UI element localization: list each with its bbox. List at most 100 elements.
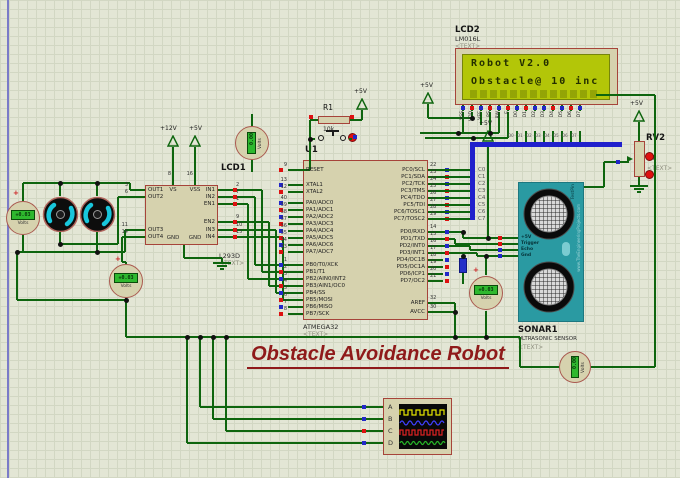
- wire: [485, 311, 487, 337]
- wire: [443, 231, 463, 233]
- wire: [268, 222, 270, 286]
- mcu-u1-body[interactable]: [303, 160, 428, 320]
- pin-name: EN2: [203, 219, 215, 225]
- pin-number: 26: [430, 190, 437, 196]
- pin-number: 39: [280, 202, 287, 208]
- ground-icon: [630, 185, 648, 186]
- pin-name: OUT3: [148, 227, 164, 233]
- dc-motor-left[interactable]: [42, 196, 79, 233]
- wire: [288, 230, 303, 232]
- wire: [288, 223, 303, 225]
- junction-dot: [184, 334, 190, 340]
- scope-channel-label: D: [388, 439, 394, 447]
- logic-state-indicator: [279, 168, 283, 172]
- pin-name: PB7/SCK: [306, 311, 330, 317]
- pin-name: Gnd: [521, 253, 532, 258]
- pin-number: 19: [430, 259, 437, 265]
- wire: [476, 253, 478, 256]
- wire: [309, 120, 311, 170]
- pin-name: AVCC: [410, 309, 425, 315]
- pin-number: 13: [280, 177, 287, 183]
- logic-state-indicator: [551, 106, 555, 110]
- wire: [288, 237, 303, 239]
- voltmeter-4-value: +0.03: [478, 287, 494, 293]
- capacitor[interactable]: [459, 258, 467, 273]
- wire: [596, 94, 655, 96]
- power-label-p5: +5V: [420, 82, 433, 89]
- pin-number: 34: [280, 237, 287, 243]
- wire: [282, 237, 284, 300]
- wire: [118, 196, 130, 198]
- logic-state-indicator: [233, 202, 237, 206]
- wire: [368, 418, 383, 420]
- logic-state-indicator: [569, 106, 573, 110]
- logic-state-indicator: [279, 201, 283, 205]
- pin-number: 32: [430, 295, 437, 301]
- pin-name: PA0/ADC0: [306, 200, 334, 206]
- r1-body[interactable]: [318, 116, 350, 124]
- bus-wire-label: D5: [553, 133, 559, 138]
- voltmeter-5-value: 0.00: [572, 357, 578, 370]
- pin-number: 20: [430, 266, 437, 272]
- pin-number: 2: [283, 264, 287, 270]
- wire: [200, 406, 368, 408]
- rv2-wiper-arrow-icon: [627, 156, 633, 162]
- ground-icon: [213, 262, 231, 263]
- pin-number: 9: [283, 162, 287, 168]
- voltmeter-1-unit: Volts: [17, 221, 29, 226]
- wire: [462, 273, 464, 284]
- wire: [637, 191, 641, 193]
- junction-dot: [483, 334, 489, 340]
- logic-state-indicator: [279, 263, 283, 267]
- wire: [288, 278, 303, 280]
- reset-button[interactable]: [314, 127, 350, 144]
- lcd2-ghost-row: [470, 90, 598, 98]
- logic-state-indicator: [498, 254, 502, 258]
- pin-number: 5: [283, 285, 287, 291]
- voltmeter-2-plus-mark: +: [115, 255, 121, 263]
- dc-motor-right[interactable]: [79, 196, 116, 233]
- sonar-transducer-bottom: [523, 261, 575, 313]
- junction-dot: [485, 235, 491, 241]
- wire: [463, 237, 505, 239]
- wire: [654, 95, 656, 367]
- pin-number: 24: [430, 176, 437, 182]
- wire: [247, 204, 249, 279]
- wire: [428, 311, 443, 313]
- junction-dot: [57, 180, 63, 186]
- wire: [288, 191, 303, 193]
- wire: [428, 183, 443, 185]
- pin-number: 6: [283, 292, 287, 298]
- voltmeter-1-plus-mark: +: [13, 189, 19, 197]
- wire: [428, 280, 443, 282]
- rv2-body[interactable]: [634, 141, 645, 177]
- bus-wire-label: C2: [478, 181, 486, 187]
- logic-state-indicator: [498, 236, 502, 240]
- junction-dot: [470, 135, 476, 141]
- wire: [505, 237, 518, 239]
- wire: [218, 196, 233, 198]
- pin-number: 15: [430, 231, 437, 237]
- driver-vss-label: VSS: [189, 187, 201, 193]
- pin-name: PC6/TOSC1: [393, 209, 425, 215]
- bus-wire-label: D3: [535, 133, 541, 138]
- pin-name: PA4/ADC4: [306, 228, 334, 234]
- logic-state-indicator: [279, 284, 283, 288]
- wire: [428, 252, 443, 254]
- wire: [218, 203, 233, 205]
- pin-name: XTAL1: [306, 182, 323, 188]
- pin-name: VSS: [460, 111, 465, 120]
- logic-state-indicator: [362, 417, 366, 421]
- wire: [233, 189, 262, 191]
- wire: [443, 218, 470, 220]
- wire: [349, 138, 352, 140]
- motor-driver-body[interactable]: [145, 185, 218, 245]
- pin-name: AREF: [410, 300, 425, 306]
- wire: [96, 183, 98, 196]
- wire: [487, 142, 489, 238]
- logic-state-indicator: [279, 305, 283, 309]
- sonar-oscillator: [562, 242, 570, 256]
- pin-number: 35: [280, 230, 287, 236]
- wire: [60, 243, 118, 245]
